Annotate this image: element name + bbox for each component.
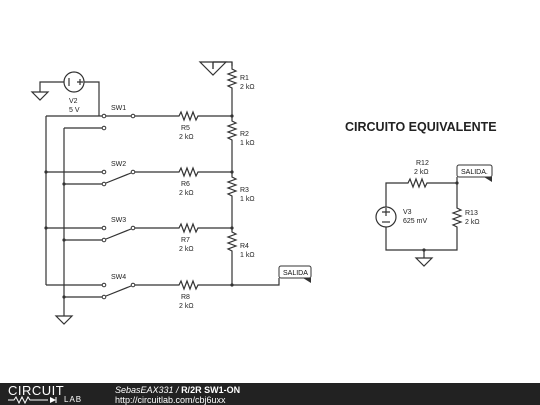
v2-value: 5 V xyxy=(69,107,80,114)
resistor-r2[interactable] xyxy=(226,118,238,143)
footer-author[interactable]: SebasEAX331 xyxy=(115,385,174,395)
ground-symbol-bottom xyxy=(54,315,74,325)
circuitlab-logo-lab: LAB xyxy=(64,395,83,404)
r8-name: R8 xyxy=(181,294,190,301)
r12-value: 2 kΩ xyxy=(414,169,429,176)
salida-label: SALIDA xyxy=(283,270,308,277)
sw2-label: SW2 xyxy=(111,161,126,168)
r2-value: 1 kΩ xyxy=(240,140,255,147)
schematic-canvas: R1 2 kΩ R2 1 kΩ R3 1 kΩ R4 1 kΩ SALIDA R… xyxy=(30,61,497,325)
resistor-r13[interactable] xyxy=(451,205,463,230)
junction-dot xyxy=(44,226,48,230)
r1-value: 2 kΩ xyxy=(240,84,255,91)
r13-value: 2 kΩ xyxy=(465,219,480,226)
r7-name: R7 xyxy=(181,237,190,244)
r1-name: R1 xyxy=(240,75,249,82)
r4-value: 1 kΩ xyxy=(240,252,255,259)
junction-dot xyxy=(230,283,234,287)
junction-dot xyxy=(422,248,426,252)
r13-name: R13 xyxy=(465,210,478,217)
sw4-label: SW4 xyxy=(111,274,126,281)
junction-dot xyxy=(230,170,234,174)
r2-name: R2 xyxy=(240,131,249,138)
footer-url[interactable]: http://circuitlab.com/cbj6uxx xyxy=(115,395,226,405)
r5-value: 2 kΩ xyxy=(179,134,194,141)
resistor-r3[interactable] xyxy=(226,174,238,199)
salida-equivalent-label: SALIDA. xyxy=(461,169,488,176)
r3-value: 1 kΩ xyxy=(240,196,255,203)
sw1-label: SW1 xyxy=(111,105,126,112)
footer-separator: / xyxy=(173,385,182,395)
resistor-r5[interactable] xyxy=(176,110,201,122)
r7-value: 2 kΩ xyxy=(179,246,194,253)
r12-name: R12 xyxy=(416,160,429,167)
circuitlab-logo-mark xyxy=(8,396,57,404)
voltage-source-v2[interactable] xyxy=(63,71,85,93)
sw3-label: SW3 xyxy=(111,217,126,224)
resistor-r12[interactable] xyxy=(405,177,430,189)
ground-symbol-v2 xyxy=(30,91,50,101)
r8-value: 2 kΩ xyxy=(179,303,194,310)
r3-name: R3 xyxy=(240,187,249,194)
r6-value: 2 kΩ xyxy=(179,190,194,197)
junction-dot xyxy=(230,114,234,118)
ground-symbol-equivalent xyxy=(414,257,434,267)
r5-name: R5 xyxy=(181,125,190,132)
equivalent-title: CIRCUITO EQUIVALENTE xyxy=(345,120,497,134)
switch-sw3[interactable] xyxy=(101,225,136,243)
resistor-r1[interactable] xyxy=(226,66,238,91)
v3-value: 625 mV xyxy=(403,218,427,225)
resistor-r8[interactable] xyxy=(176,279,201,291)
footer-bar: CIRCUIT LAB SebasEAX331 / R/2R SW1-ON ht… xyxy=(0,383,540,405)
switch-sw2[interactable] xyxy=(101,169,136,187)
junction-dot xyxy=(62,238,66,242)
junction-dot xyxy=(62,182,66,186)
r4-name: R4 xyxy=(240,243,249,250)
resistor-r4[interactable] xyxy=(226,229,238,254)
switch-sw1[interactable] xyxy=(101,113,136,131)
junction-dot xyxy=(62,295,66,299)
switch-sw4[interactable] xyxy=(101,282,136,300)
v2-name: V2 xyxy=(69,98,78,105)
output-tag-salida[interactable]: SALIDA xyxy=(278,265,312,283)
resistor-r7[interactable] xyxy=(176,222,201,234)
footer-title-line: SebasEAX331 / R/2R SW1-ON xyxy=(115,385,240,395)
voltage-source-v3[interactable] xyxy=(375,206,397,228)
footer-circuit-name[interactable]: R/2R SW1-ON xyxy=(181,385,241,395)
junction-dot xyxy=(44,170,48,174)
junction-dot xyxy=(230,226,234,230)
circuitlab-logo-text: CIRCUIT xyxy=(8,383,65,398)
output-tag-salida-equivalent[interactable]: SALIDA. xyxy=(456,164,493,182)
r6-name: R6 xyxy=(181,181,190,188)
v3-name: V3 xyxy=(403,209,412,216)
resistor-r6[interactable] xyxy=(176,166,201,178)
